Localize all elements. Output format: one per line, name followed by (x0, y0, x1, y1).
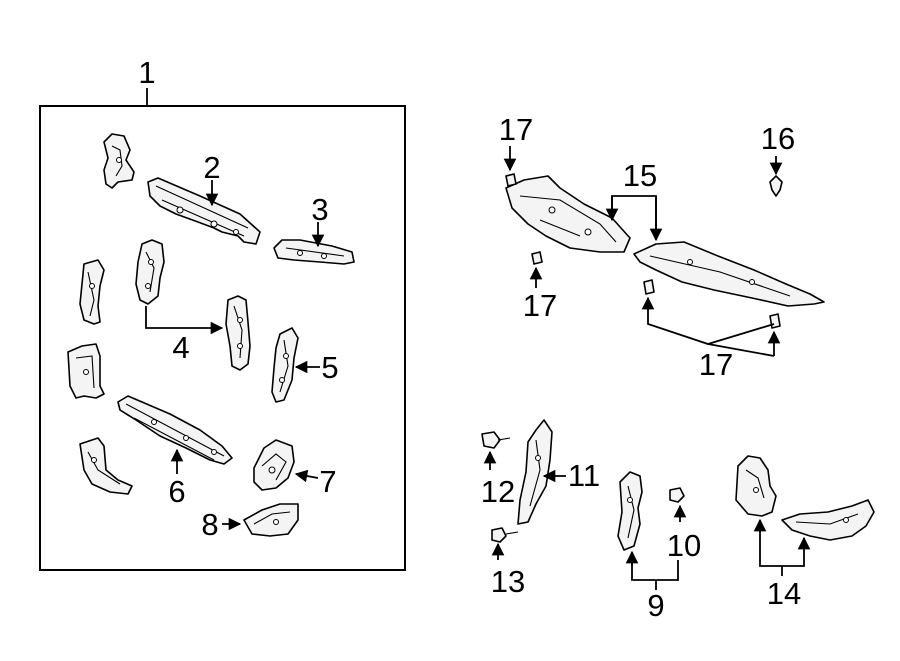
callout-9: 9 (647, 588, 664, 623)
part-9-bracket-and-10-clip: 10 9 (617, 471, 701, 623)
callout-3: 3 (311, 192, 328, 227)
part-15-under-covers: 15 (505, 158, 825, 307)
part-6-lower-support: 6 (117, 395, 233, 509)
callout-17-mid: 17 (523, 288, 557, 323)
part-13-bolt: 13 (491, 527, 525, 599)
assembly-frame (39, 105, 406, 571)
part-12-bolt: 12 (481, 431, 515, 509)
callout-4: 4 (172, 330, 189, 365)
left-mid-bracket (67, 343, 105, 399)
left-side-bracket (79, 259, 105, 325)
callout-2: 2 (203, 150, 220, 185)
part-14-brackets: 14 (735, 455, 875, 611)
callout-14: 14 (767, 576, 801, 611)
part-11-bracket: 11 (517, 419, 600, 525)
part-16-clip: 16 (761, 121, 795, 197)
assembly-group-1: 1 (39, 55, 406, 571)
callout-17-top: 17 (499, 112, 533, 147)
callout-13: 13 (491, 564, 525, 599)
part-5-bracket: 5 (271, 327, 339, 403)
part-17-fasteners: 17 17 17 (499, 112, 781, 382)
callout-5: 5 (321, 350, 338, 385)
part-4-vertical-supports: 4 (135, 239, 251, 371)
callout-10: 10 (667, 528, 701, 563)
part-8-bracket: 8 (201, 503, 299, 542)
lower-left-bracket (79, 437, 133, 495)
part-7-bracket: 7 (253, 439, 337, 499)
callout-6: 6 (168, 474, 185, 509)
callout-1: 1 (138, 55, 155, 90)
callout-12: 12 (481, 474, 515, 509)
part-3-bracket: 3 (273, 192, 355, 265)
upper-left-bracket (103, 133, 135, 189)
callout-15: 15 (623, 158, 657, 193)
callout-7: 7 (319, 464, 336, 499)
callout-16: 16 (761, 121, 795, 156)
callout-8: 8 (201, 507, 218, 542)
callout-11: 11 (568, 458, 600, 493)
part-2-upper-support: 2 (147, 150, 261, 245)
callout-17-bottom: 17 (699, 347, 733, 382)
